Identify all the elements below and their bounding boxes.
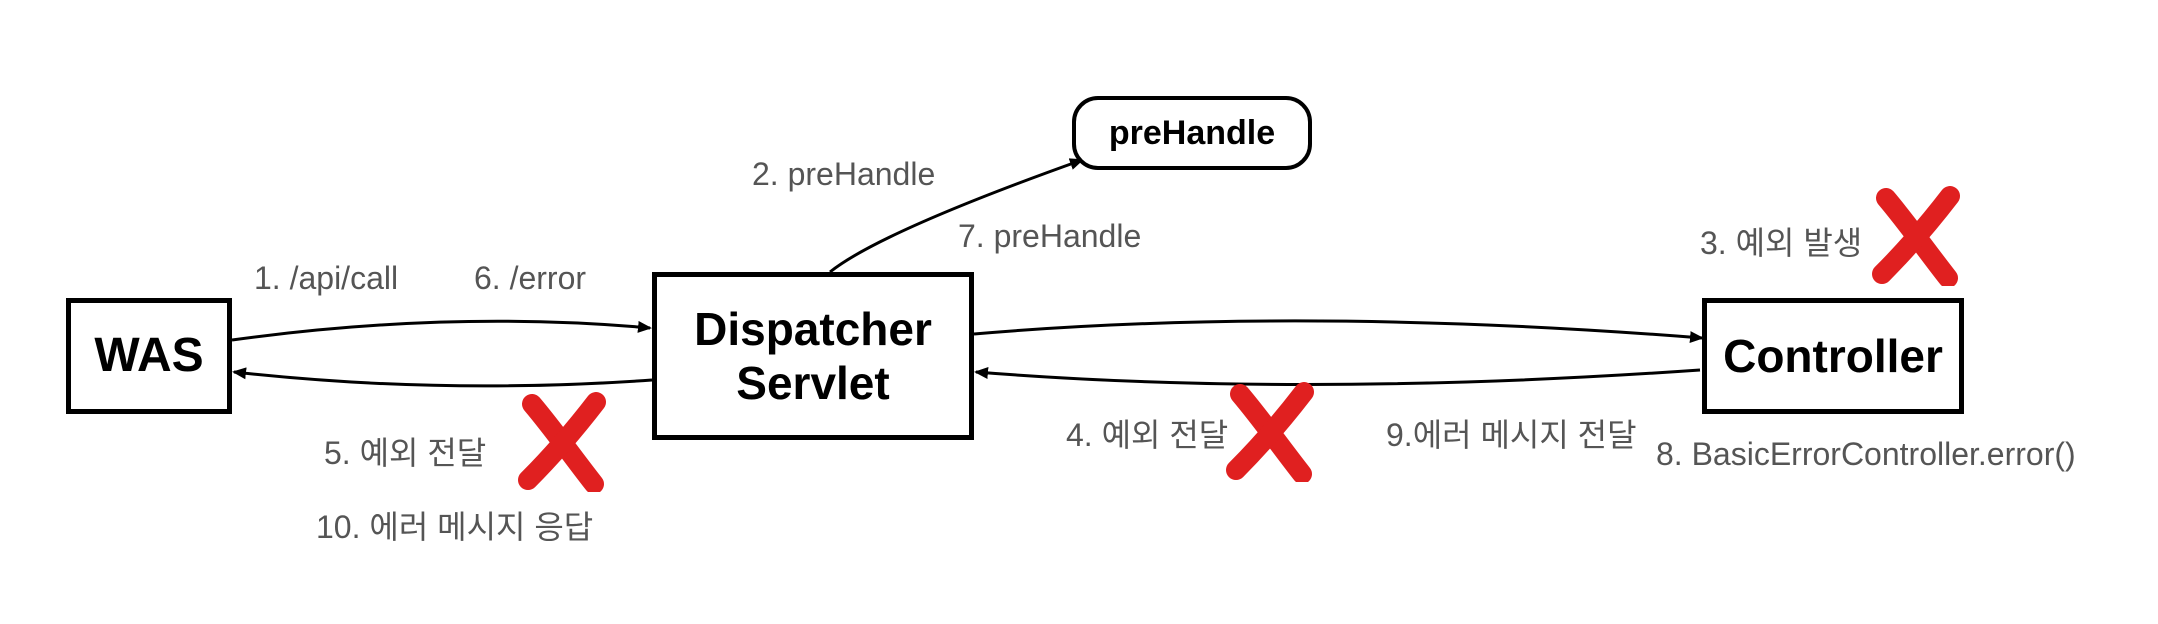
was-label: WAS <box>94 328 204 382</box>
dispatcher-label-line2: Servlet <box>736 357 890 409</box>
label-step1: 1. /api/call <box>254 260 399 296</box>
controller-label: Controller <box>1723 329 1943 382</box>
arrow-dispatcher-to-controller <box>973 319 1704 344</box>
label-step4: 4. 예외 전달 <box>1066 417 1229 453</box>
prehandle-node: preHandle <box>1072 96 1312 170</box>
x-mark-icon <box>1226 382 1314 482</box>
prehandle-label: preHandle <box>1108 113 1276 152</box>
x-mark-icon <box>1872 186 1960 286</box>
label-step6: 6. /error <box>474 260 587 296</box>
was-node: WAS <box>66 298 232 414</box>
label-step5: 5. 예외 전달 <box>324 435 487 471</box>
arrow-dispatcher-to-prehandle <box>829 158 1084 274</box>
dispatcher-servlet-node: Dispatcher Servlet <box>652 272 974 440</box>
x-mark-icon <box>518 392 606 492</box>
arrow-dispatcher-to-was <box>232 367 653 388</box>
label-step3: 3. 예외 발생 <box>1700 225 1863 261</box>
arrow-controller-to-dispatcher <box>974 366 1701 387</box>
label-step2: 2. preHandle <box>752 156 936 192</box>
dispatcher-label-line1: Dispatcher <box>694 302 932 355</box>
controller-node: Controller <box>1702 298 1964 414</box>
label-step9: 9.에러 메시지 전달 <box>1386 417 1637 453</box>
label-step8: 8. BasicErrorController.error() <box>1656 436 2076 472</box>
label-step10: 10. 에러 메시지 응답 <box>316 509 594 545</box>
label-step7: 7. preHandle <box>958 218 1142 254</box>
arrow-was-to-dispatcher <box>231 319 652 342</box>
